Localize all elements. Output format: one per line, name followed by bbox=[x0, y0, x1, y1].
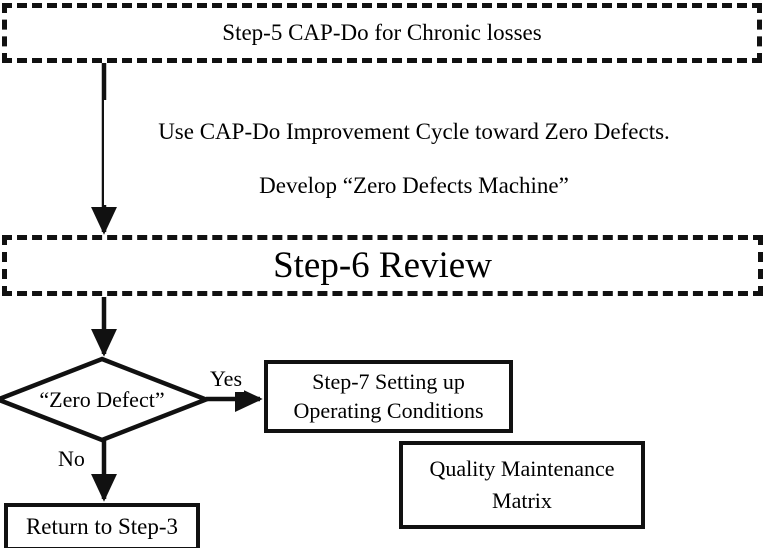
node-qmm-label-line-2: Matrix bbox=[492, 487, 552, 513]
note-line-2: Develop “Zero Defects Machine” bbox=[259, 172, 569, 198]
node-step7-operating-conditions: Step-7 Setting up Operating Conditions bbox=[264, 360, 513, 433]
node-return-label: Return to Step-3 bbox=[25, 514, 179, 540]
edge-label-no: No bbox=[56, 446, 87, 472]
node-step5-label: Step-5 CAP-Do for Chronic losses bbox=[222, 20, 542, 46]
node-decision-zero-defect: “Zero Defect” bbox=[0, 356, 213, 443]
node-step7-label-line-2: Operating Conditions bbox=[293, 397, 484, 423]
node-return-to-step3: Return to Step-3 bbox=[4, 503, 200, 548]
node-qmm-label-line-1: Quality Maintenance bbox=[429, 455, 615, 481]
node-step6-label: Step-6 Review bbox=[273, 244, 492, 286]
note-line-1: Use CAP-Do Improvement Cycle toward Zero… bbox=[158, 119, 670, 145]
decision-diamond-shape bbox=[0, 356, 213, 443]
edge-label-yes: Yes bbox=[208, 366, 245, 392]
node-step6-review: Step-6 Review bbox=[2, 235, 763, 296]
node-decision-label: “Zero Defect” bbox=[39, 386, 165, 412]
node-step5-cap-do: Step-5 CAP-Do for Chronic losses bbox=[2, 3, 762, 63]
node-quality-maintenance-matrix: Quality Maintenance Matrix bbox=[399, 441, 645, 529]
node-step7-label-line-1: Step-7 Setting up bbox=[312, 369, 465, 395]
node-improvement-note: Use CAP-Do Improvement Cycle toward Zero… bbox=[104, 100, 768, 205]
